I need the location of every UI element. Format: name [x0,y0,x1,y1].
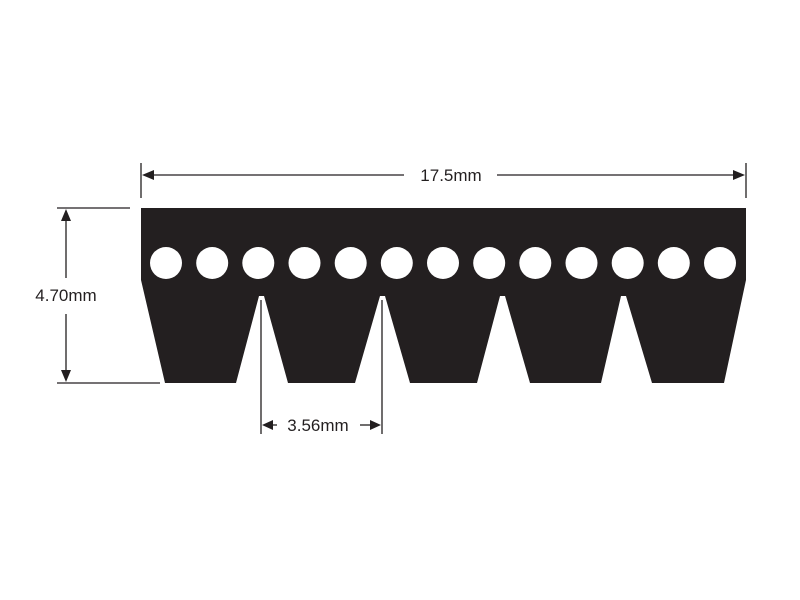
width-label: 17.5mm [420,166,481,185]
pitch-arrowhead-left [262,420,273,430]
tension-cord [565,247,598,279]
tension-cord [519,247,552,279]
width-arrowhead-left [142,170,154,180]
belt-profile [141,208,746,383]
pitch-label: 3.56mm [287,416,348,435]
tension-cord [334,247,367,279]
height-arrowhead-top [61,209,71,221]
tension-cord [380,247,413,279]
width-dimension: 17.5mm [140,163,747,198]
height-label: 4.70mm [35,286,96,305]
tension-cord [242,247,275,279]
tension-cord [288,247,321,279]
height-dimension: 4.70mm [35,207,160,384]
tension-cord [473,247,506,279]
pitch-arrowhead-right [370,420,381,430]
tension-cord [611,247,644,279]
width-arrowhead-right [733,170,745,180]
tension-cord [657,247,690,279]
tension-cord [196,247,229,279]
tension-cord [704,247,736,279]
tension-cords [150,247,736,279]
tension-cord [427,247,459,279]
tension-cord [150,247,182,279]
pitch-dimension: 3.56mm [260,300,383,435]
belt-body [141,208,746,383]
height-arrowhead-bottom [61,370,71,382]
